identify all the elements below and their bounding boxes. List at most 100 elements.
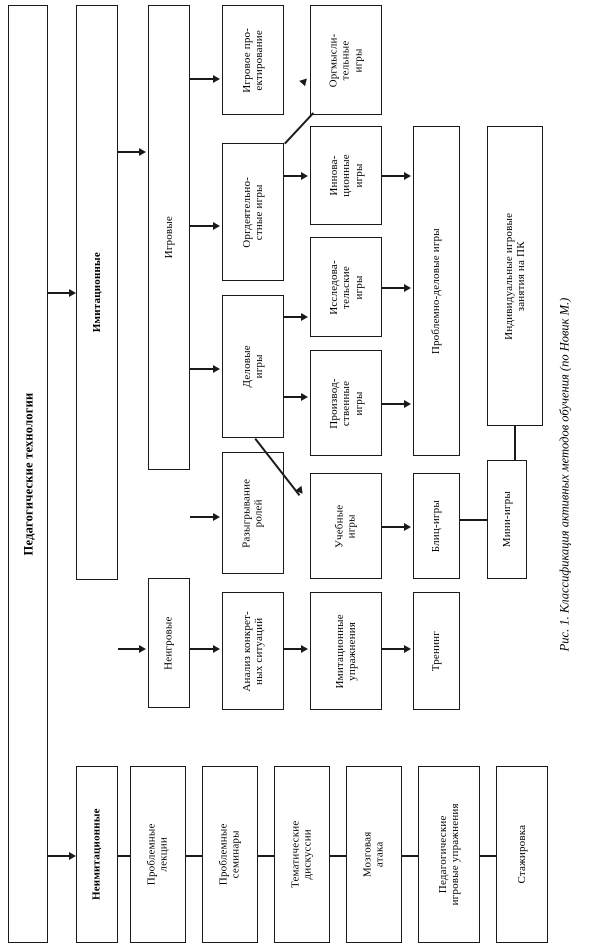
edge-imit-exercises-training-arrowhead [404,644,411,653]
edge-imit-exercises-training [382,648,404,650]
edge-root-imitation-arrowhead [69,288,76,297]
node-case-analysis-label: Анализ конкрет- ных ситуаций [240,610,265,692]
edge-case-analysis-imit-exercises-arrowhead [301,644,308,653]
node-problem-seminars: Проблемные семинары [202,766,258,943]
node-game-design: Игровое про- ектирование [222,5,284,115]
node-game-design-label: Игровое про- ектирование [240,27,266,93]
edge-problem-seminars-thematic-disc [258,855,275,857]
edge-brainstorm-ped-game-exer [402,855,419,857]
node-root-label: Педагогические технологии [21,392,35,556]
node-educational: Учебные игры [310,473,382,579]
edge-case-analysis-imit-exercises [284,648,301,650]
edge-imitation-game-arrowhead [139,147,146,156]
edge-production-problem-business [382,403,404,405]
edge-game-game-design [190,78,213,80]
node-problem-lectures-label: Проблемные лекции [145,823,171,886]
node-imit-exercises: Имитационные упражнения [310,592,382,710]
node-problem-seminars-label: Проблемные семинары [217,823,243,886]
node-non-game: Неигровые [148,578,190,708]
edge-non-game-case-analysis [190,648,213,650]
edge-innovation-problem-business [382,175,404,177]
edge-business-games-research [284,316,301,318]
edge-root-imitation [48,292,69,294]
node-thematic-disc-label: Тематические дискуссии [289,820,315,889]
node-imitation: Имитационные [76,5,118,580]
node-brainstorm: Мозговая атака [346,766,402,943]
edge-game-game-design-arrowhead [213,74,220,83]
node-case-analysis: Анализ конкрет- ных ситуаций [222,592,284,710]
edge-game-business-games-arrowhead [213,364,220,373]
edge-game-role-play [190,516,213,518]
node-problem-lectures: Проблемные лекции [130,766,186,943]
node-imit-exercises-label: Имитационные упражнения [333,613,358,689]
node-innovation: Иннова- ционные игры [310,126,382,225]
edge-non-imitation-problem-lectures [118,855,131,857]
edge-root-non-imitation-arrowhead [69,851,76,860]
node-individual-pc-label: Индивидуальные игровые занятия на ПК [502,212,528,340]
node-game: Игровые [148,5,190,470]
node-org-thinking-label: Оргмысли- тельные игры [327,33,365,87]
edge-imitation-non-game [118,648,139,650]
node-org-thinking: Оргмысли- тельные игры [310,5,382,115]
edge-org-activity-org-thinking-arrowhead [299,75,310,87]
edge-game-business-games [190,368,213,370]
node-ped-game-exer-label: Педагогические игровые упражнения [436,803,461,906]
edge-business-games-research-arrowhead [301,312,308,321]
node-production-label: Производ- ственные игры [327,377,365,429]
edge-problem-lectures-problem-seminars [186,855,203,857]
node-internship: Стажировка [496,766,548,943]
edge-business-games-production [284,396,301,398]
node-brainstorm-label: Мозговая атака [361,831,386,878]
edge-business-games-educational-arrowhead [295,485,306,497]
edge-blitz-mini [460,519,488,521]
edge-innovation-problem-business-arrowhead [404,171,411,180]
edge-imitation-non-game-arrowhead [139,644,146,653]
edge-ped-game-exer-internship [480,855,497,857]
edge-game-role-play-arrowhead [213,512,220,521]
edge-game-org-activity-arrowhead [213,221,220,230]
node-problem-business-label: Проблемно-деловые игры [430,227,443,355]
edge-org-activity-innovation [284,175,301,177]
node-research: Исследова- тельские игры [310,237,382,337]
node-educational-label: Учебные игры [333,504,358,548]
node-role-play: Разыгрывание ролей [222,452,284,574]
node-business-games: Деловые игры [222,295,284,438]
edge-business-games-production-arrowhead [301,392,308,401]
edge-mini-individual-pc [514,426,516,461]
edge-production-problem-business-arrowhead [404,399,411,408]
node-org-activity-label: Оргдеятельно- стные игры [240,176,266,248]
node-mini: Мини-игры [487,460,527,579]
node-root: Педагогические технологии [8,5,48,943]
node-blitz-label: Блиц-игры [430,499,443,553]
node-role-play-label: Разыгрывание ролей [240,478,266,548]
figure-caption: Рис. 1. Классификация активных методов о… [548,0,582,948]
edge-root-non-imitation [48,855,69,857]
node-individual-pc: Индивидуальные игровые занятия на ПК [487,126,543,426]
edge-game-org-activity [190,225,213,227]
node-game-label: Игровые [162,216,175,259]
node-non-game-label: Неигровые [162,616,175,670]
edge-org-activity-innovation-arrowhead [301,171,308,180]
edge-thematic-disc-brainstorm [330,855,347,857]
node-research-label: Исследова- тельские игры [327,259,365,315]
edge-research-problem-business [382,287,404,289]
node-production: Производ- ственные игры [310,350,382,456]
figure-caption-text: Рис. 1. Классификация активных методов о… [557,297,572,651]
edge-educational-blitz-arrowhead [404,522,411,531]
edge-non-game-case-analysis-arrowhead [213,644,220,653]
node-non-imitation: Неимитационные [76,766,118,943]
node-mini-label: Мини-игры [500,491,513,548]
node-imitation-label: Имитационные [90,252,103,333]
node-business-games-label: Деловые игры [240,345,265,388]
node-non-imitation-label: Неимитационные [90,808,103,901]
node-blitz: Блиц-игры [413,473,460,579]
node-org-activity: Оргдеятельно- стные игры [222,143,284,281]
node-thematic-disc: Тематические дискуссии [274,766,330,943]
edge-imitation-game [118,151,139,153]
node-ped-game-exer: Педагогические игровые упражнения [418,766,480,943]
node-problem-business: Проблемно-деловые игры [413,126,460,456]
node-internship-label: Стажировка [515,825,528,884]
node-innovation-label: Иннова- ционные игры [327,154,365,197]
edge-research-problem-business-arrowhead [404,283,411,292]
